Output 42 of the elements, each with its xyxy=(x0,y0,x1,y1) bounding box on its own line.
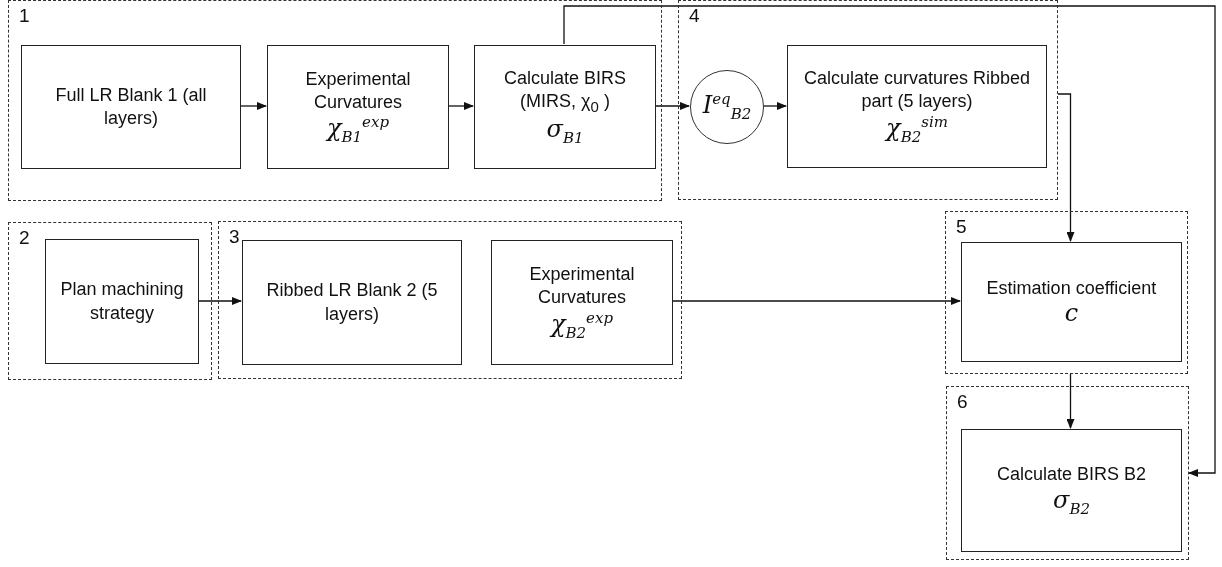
step-label: Estimation coefficient xyxy=(986,276,1157,300)
process-box xyxy=(961,429,1182,552)
process-box xyxy=(21,45,241,169)
dashed-group-frame xyxy=(218,221,682,379)
arrow xyxy=(197,297,242,305)
arrow xyxy=(671,297,961,305)
arrow xyxy=(1066,373,1075,429)
dashed-group-frame xyxy=(678,0,1058,200)
arrow xyxy=(762,102,787,110)
step-number: 1 xyxy=(19,5,30,27)
math-symbol: σ$_{B2}$ xyxy=(1053,486,1090,518)
step-label: Plan machining strategy xyxy=(60,278,184,325)
math-symbol: σ$_{B1}$ xyxy=(546,116,584,148)
dashed-group-frame xyxy=(946,386,1189,560)
process-box xyxy=(491,240,673,365)
process-box xyxy=(961,242,1182,362)
arrow xyxy=(447,102,474,110)
process-box xyxy=(267,45,449,169)
step-label: Calculate curvatures Ribbed part (5 layers) xyxy=(802,67,1032,114)
step-label: Ribbed LR Blank 2 (5 layers) xyxy=(265,279,439,326)
process-box xyxy=(242,240,462,365)
process-box xyxy=(45,239,199,364)
arrow xyxy=(239,102,267,110)
step-number: 6 xyxy=(957,391,968,413)
math-symbol: c xyxy=(1064,299,1079,328)
step-label: Experimental Curvatures xyxy=(304,67,412,114)
step-number: 5 xyxy=(956,216,967,238)
step-number: 2 xyxy=(19,227,30,249)
process-box xyxy=(474,45,656,169)
step-label: Full LR Blank 1 (all layers) xyxy=(54,83,208,130)
step-label: Calculate BIRS B2 xyxy=(996,463,1147,487)
step-number: 4 xyxy=(689,5,700,27)
step-label: Calculate BIRS (MIRS, χ$_{0}$ ) xyxy=(502,66,628,117)
dashed-group-frame xyxy=(945,211,1188,374)
dashed-group-frame xyxy=(8,222,212,380)
arrow xyxy=(1057,93,1075,242)
process-box xyxy=(787,45,1047,168)
arrow xyxy=(563,5,1216,477)
arrow xyxy=(654,102,690,110)
step-number: 3 xyxy=(229,226,240,248)
dashed-group-frame xyxy=(8,0,662,201)
step-label: Experimental Curvatures xyxy=(528,263,636,310)
